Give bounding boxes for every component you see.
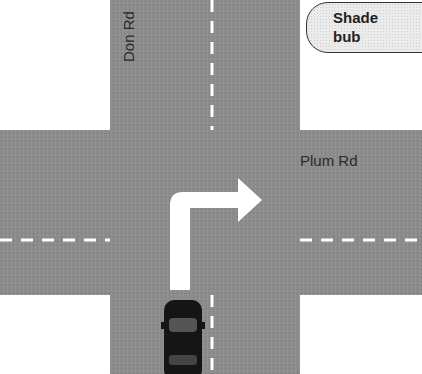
centre-line <box>211 295 214 374</box>
turn-arrow <box>170 178 262 290</box>
road-name: Don Rd <box>120 11 137 62</box>
centre-line <box>0 239 110 242</box>
road-name: Plum Rd <box>300 152 358 169</box>
bubble-text: Shade bub <box>333 8 395 46</box>
horizontal-road <box>0 130 422 295</box>
centre-line <box>211 0 214 130</box>
car <box>161 300 205 374</box>
centre-line <box>300 239 422 242</box>
callout-bubble: Shade bub <box>306 2 422 53</box>
